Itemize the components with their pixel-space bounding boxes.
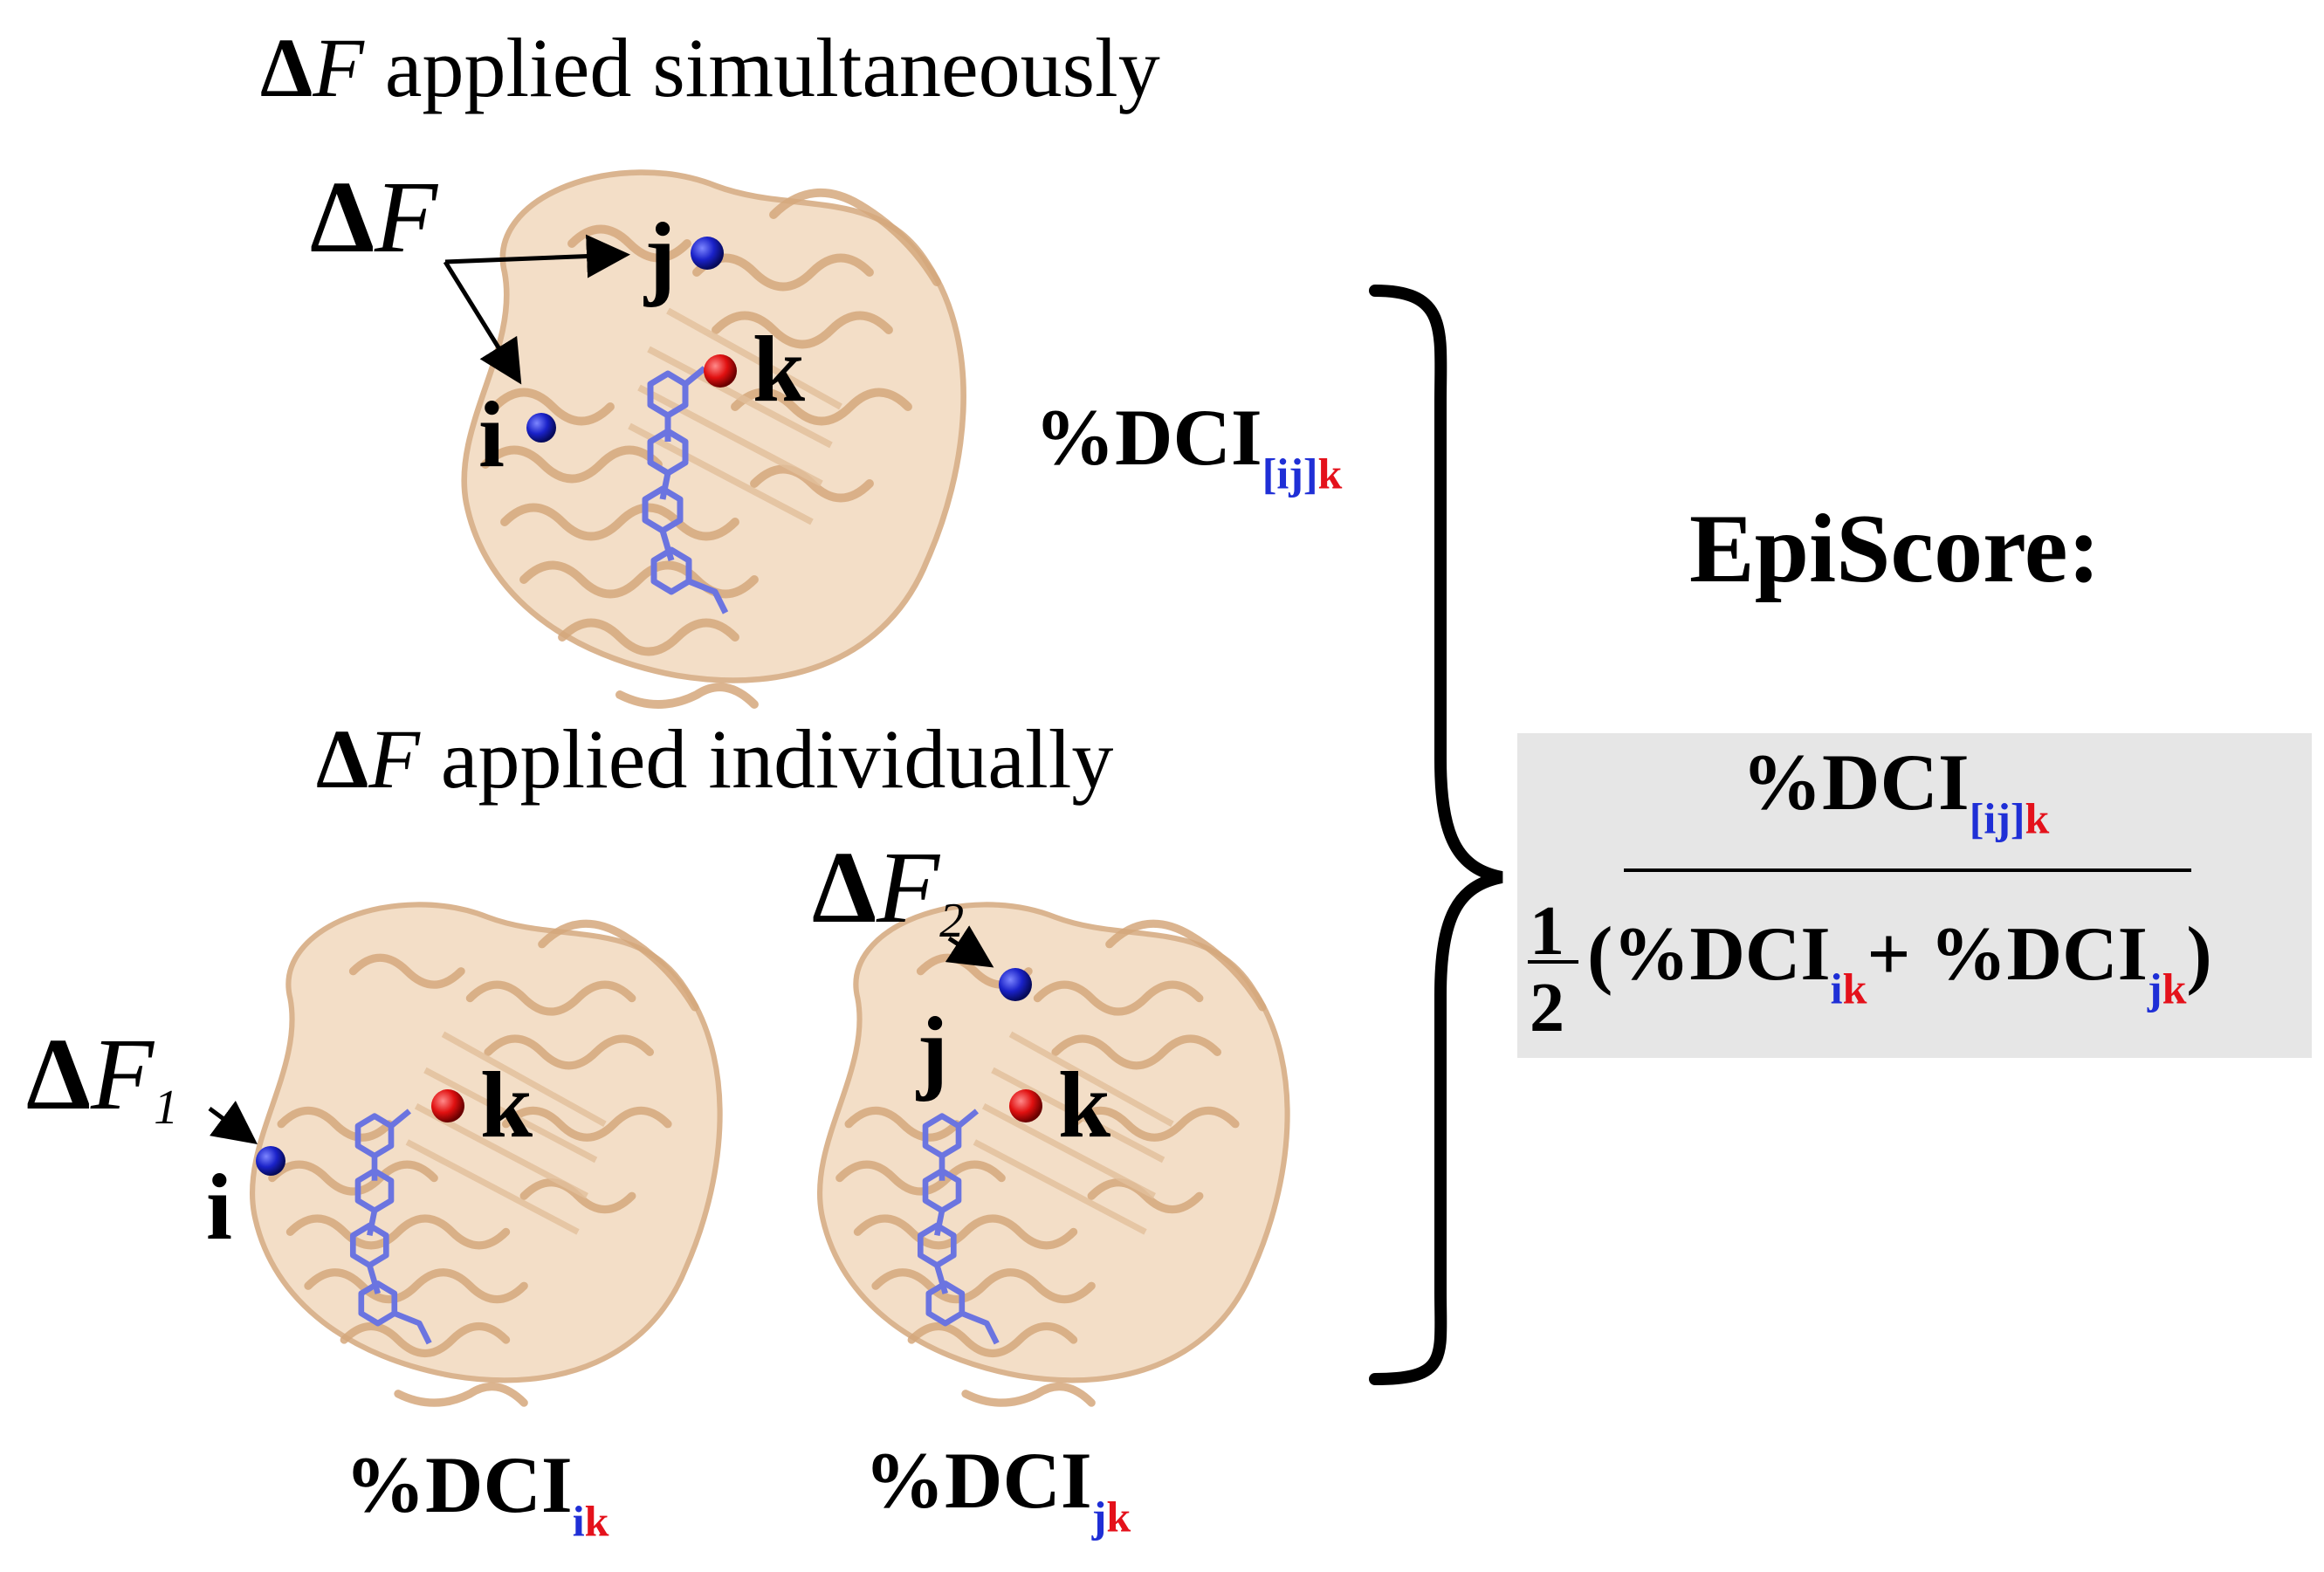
residue-label-k-top: k (753, 318, 806, 422)
force-label-f2: ΔF2 (812, 830, 965, 948)
residue-j-sphere-top (691, 237, 724, 270)
half-denominator: 2 (1530, 970, 1564, 1047)
residue-i-sphere-left (256, 1146, 285, 1176)
formula-numerator: %DCI[ij]k (1742, 738, 2050, 843)
episcore-title: EpiScore: (1689, 495, 2101, 603)
residue-k-sphere-left (431, 1089, 464, 1122)
half-fraction-line (1528, 960, 1578, 964)
residue-k-sphere-top (704, 354, 737, 388)
protein-bottom-right (820, 904, 1288, 1403)
heading-simultaneous: ΔF applied simultaneously (260, 21, 1160, 114)
formula-denominator: (%DCIik+ %DCIjk) (1587, 912, 2212, 1013)
residue-i-sphere-top (526, 413, 556, 443)
formula-fraction-line (1624, 868, 2191, 872)
residue-label-j-right: j (917, 999, 948, 1102)
residue-j-sphere-right (999, 968, 1032, 1001)
residue-label-j-top: j (644, 204, 676, 308)
dci-ik-label: %DCIik (345, 1440, 609, 1546)
residue-label-k-right: k (1058, 1054, 1111, 1157)
episcore-formula-box (1517, 733, 2312, 1058)
dci-jk-label: %DCIjk (864, 1436, 1131, 1541)
force-label-top: ΔF (310, 160, 438, 274)
force-arrows (208, 234, 994, 1144)
curly-brace (1369, 285, 1503, 1385)
residue-label-i-left: i (206, 1156, 233, 1260)
force-label-f1: ΔF1 (26, 1017, 179, 1135)
residue-label-k-left: k (480, 1054, 533, 1157)
residue-label-i-top: i (478, 383, 505, 487)
residue-k-sphere-right (1009, 1089, 1042, 1122)
half-numerator: 1 (1530, 893, 1564, 970)
heading-individual: ΔF applied individually (316, 712, 1114, 806)
dci-ijk-label: %DCI[ij]k (1035, 393, 1343, 498)
